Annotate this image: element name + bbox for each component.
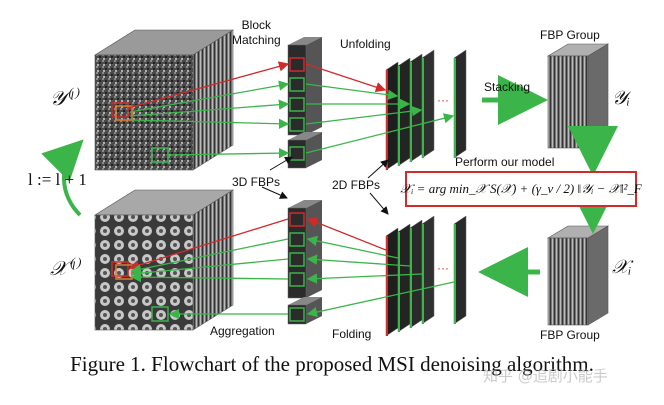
fbp-group-top-label: FBP Group [540, 28, 600, 42]
aggregation-label: Aggregation [210, 324, 275, 338]
label-pointer-arrows [261, 156, 389, 215]
y-l-math: 𝒴⁽ˡ⁾ [50, 88, 78, 110]
fbp-3d-stack-bottom [287, 200, 322, 325]
process-arrows [478, 75, 618, 297]
x-i-math: 𝒳ᵢ [612, 257, 632, 278]
clean-cube-bottom [93, 189, 235, 331]
fbps-3d-label: 3D FBPs [232, 175, 281, 189]
aggregation-arrows [128, 218, 289, 320]
x-l-math: 𝒳⁽ˡ⁾ [50, 258, 79, 280]
fbp-2d-slices-top: ··· [385, 49, 467, 171]
fbp-group-bottom-label: FBP Group [540, 328, 600, 342]
folding-arrows [306, 217, 455, 318]
stacking-label: Stacking [484, 80, 531, 94]
model-formula: 𝒳ᵢ = arg min_𝒳 S(𝒳) + (γ_v / 2) ‖𝒴ᵢ − 𝒳‖… [400, 181, 642, 196]
block-matching-label: Block Matching [232, 18, 281, 47]
figure-caption: Figure 1. Flowchart of the proposed MSI … [70, 352, 594, 376]
block-matching-arrows [127, 61, 290, 159]
iteration-arrow [41, 139, 84, 217]
noisy-cube-top [93, 29, 235, 171]
fbps-2d-label: 2D FBPs [332, 178, 381, 192]
watermark: 知乎 @追剧小能手 [483, 367, 608, 385]
fbp-group-cube-top [546, 43, 610, 149]
unfolding-label: Unfolding [340, 37, 391, 51]
fbp-2d-slices-bottom: ··· [385, 215, 467, 337]
model-formula-box: 𝒳ᵢ = arg min_𝒳 S(𝒳) + (γ_v / 2) ‖𝒴ᵢ − 𝒳‖… [400, 171, 642, 207]
fbp-group-cube-bottom [546, 225, 610, 326]
y-i-math: 𝒴ᵢ [612, 88, 630, 109]
folding-label: Folding [332, 327, 372, 341]
iteration-math: l := l + 1 [28, 170, 87, 189]
svg-text:···: ··· [437, 93, 449, 107]
flowchart-diagram: ··· ··· [41, 29, 618, 337]
unfolding-arrows [305, 63, 455, 154]
fbp-3d-stack-top [287, 37, 322, 169]
perform-model-label: Perform our model [455, 155, 555, 169]
svg-text:···: ··· [437, 261, 449, 275]
